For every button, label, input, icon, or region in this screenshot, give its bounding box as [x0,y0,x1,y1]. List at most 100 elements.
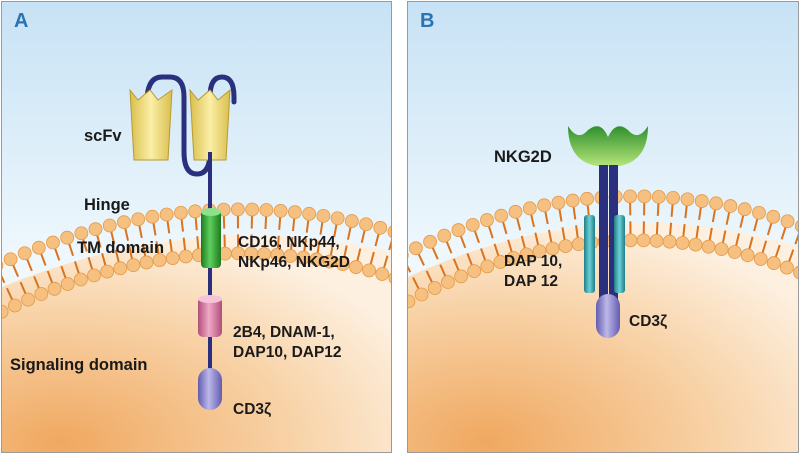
nkg2d-label: NKG2D [494,148,552,166]
lipid-head [666,190,681,205]
lipid-head [688,237,703,252]
lipid-head [675,236,690,250]
lipid-head [245,202,260,217]
lipid-head [316,208,331,223]
lipid-head [288,205,302,220]
membrane-a [2,202,391,319]
lipid-head [441,275,455,289]
lipid-head [637,189,652,204]
lipid-head [532,244,547,259]
lipid-head [623,233,638,248]
lipid-head [794,220,798,232]
tm-domain-list-line: CD16, NKp44, [238,234,340,251]
lipid-head [551,195,566,210]
lipid-head [259,203,274,217]
lipid-head [580,191,594,206]
lipid-head [273,204,288,218]
lipid-head [723,199,738,213]
lipid-head [188,204,203,219]
lipid-head [126,258,141,273]
lipid-head [437,228,452,243]
lipid-head [558,239,573,254]
lipid-head [714,242,729,257]
panel-a: A scFv Hinge TM domain CD16, NKp44, NKp4… [1,1,392,453]
cd3z-domain-cylinder [198,368,222,410]
lipid-head [309,252,324,267]
lipid-head [740,248,755,263]
lipid-head [165,251,180,266]
lipid-head [709,196,724,211]
dap-adaptor [614,215,625,293]
lipid-head [545,241,560,256]
nkg2d-receptor-head [568,126,648,167]
dap-adaptor [584,215,595,293]
lipid-head [375,267,390,281]
lipid-head [230,202,245,217]
lipid-head [779,260,794,275]
scfv-domain [129,74,237,177]
lipid-head [47,281,62,296]
lipid-head [330,211,345,226]
tm-domain-cylinder [201,208,221,268]
lipid-head [480,259,495,274]
lipid-head [74,226,89,241]
lipid-head [31,240,46,255]
cd3z-domain-cylinder-b [596,294,620,338]
lipid-head [408,294,416,309]
lipid-head [46,235,60,250]
lipid-head [701,239,716,254]
lipid-head [88,222,103,237]
lipid-head [388,272,391,284]
lipid-head [87,268,101,283]
dap-label-line: DAP 12 [504,273,558,290]
scfv-label: scFv [84,127,122,145]
nkg2d-stalk [609,165,618,305]
lipid-head [519,247,534,262]
lipid-head [349,260,363,274]
lipid-head [117,215,131,230]
lipid-head [480,213,494,227]
lipid-head [565,193,580,208]
lipid-head [752,205,766,220]
lipid-head [780,214,795,229]
membrane-b [408,189,798,309]
lipid-tail [388,240,391,251]
tm-domain-list-line: NKp46, NKG2D [238,254,350,271]
hinge-label: Hinge [84,196,130,214]
nkg2d-stalk [599,165,608,305]
lipid-head [408,241,423,256]
lipid-head [465,217,480,232]
lipid-head [766,256,781,270]
costim-domain-list: 2B4, DNAM-1, DAP10, DAP12 [233,323,342,363]
panel-a-letter: A [14,10,29,32]
lipid-head [34,287,49,301]
lipid-head [766,209,781,224]
lipid-head [506,251,521,265]
lipid-head [102,218,117,233]
lipid-head [7,298,22,313]
lipid-head [60,277,75,291]
lipid-head [414,287,429,302]
lipid-head [335,257,350,272]
lipid-head [493,255,508,269]
tm-domain-label: TM domain [77,239,165,257]
lipid-head [178,249,193,264]
costim-domain-list-line: 2B4, DNAM-1, [233,324,335,341]
lipid-head [662,234,677,249]
panel-b-diagram [408,2,798,452]
lipid-head [427,281,442,295]
lipid-tail [2,275,6,284]
panel-b-letter: B [420,10,435,32]
lipid-head [454,269,468,284]
cd3z-label-b: CD3ζ [629,313,668,330]
lipid-head [793,265,798,280]
lipid-head [680,192,695,207]
lipid-head [537,198,551,213]
lipid-head [2,261,4,270]
dap-label: DAP 10, DAP 12 [504,252,562,292]
lipid-head [753,252,768,266]
lipid-head [508,204,523,219]
lipid-head [467,264,482,279]
lipid-head [423,234,437,249]
lipid-head [159,207,174,222]
